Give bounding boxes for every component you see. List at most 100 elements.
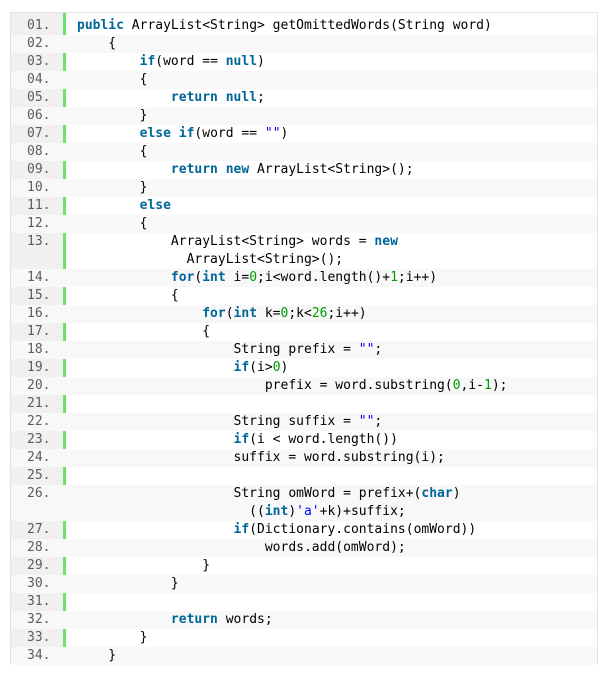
code-line: 13. ArrayList<String> words = new ArrayL… [11, 233, 597, 269]
code-line: 28. words.add(omWord); [11, 539, 597, 557]
code-line: 07. else if(word == "") [11, 125, 597, 143]
code-text [63, 395, 77, 413]
code-text: } [77, 630, 148, 645]
line-number: 34. [27, 648, 51, 663]
code-text: String prefix = ""; [77, 342, 383, 357]
line-number: 15. [27, 288, 51, 303]
code-line: 18. String prefix = ""; [11, 341, 597, 359]
code-text [63, 593, 77, 611]
code-line: 26. String omWord = prefix+(char) ((int)… [11, 485, 597, 521]
code-text: if(i < word.length()) [233, 432, 398, 447]
code-line: 17. { [11, 323, 597, 341]
code-text: { [77, 216, 148, 231]
line-number: 05. [27, 90, 51, 105]
code-text: for(int i=0;i<word.length()+1;i++) [170, 270, 438, 285]
code-text: { [77, 324, 211, 339]
code-text: } [77, 648, 117, 663]
code-line: 04. { [11, 71, 597, 89]
code-line: 09. return new ArrayList<String>(); [11, 161, 597, 179]
line-number: 06. [27, 108, 51, 123]
line-number: 23. [27, 432, 51, 447]
line-number: 27. [27, 522, 51, 537]
code-text: prefix = word.substring(0,i-1); [77, 378, 508, 393]
code-line: 01. public ArrayList<String> getOmittedWo… [11, 17, 597, 35]
code-text: } [77, 558, 211, 573]
line-number: 21. [27, 396, 51, 411]
line-number: 20. [27, 378, 51, 393]
code-text: return words; [170, 612, 273, 627]
line-number: 30. [27, 576, 51, 591]
code-line: 20. prefix = word.substring(0,i-1); [11, 377, 597, 395]
line-number: 11. [27, 198, 51, 213]
line-number: 08. [27, 144, 51, 159]
line-number: 14. [27, 270, 51, 285]
line-number: 04. [27, 72, 51, 87]
code-listing: 01. public ArrayList<String> getOmittedWo… [10, 12, 598, 665]
code-text: return new ArrayList<String>(); [170, 162, 414, 177]
code-text: else [139, 198, 171, 213]
line-number: 28. [27, 540, 51, 555]
code-line: 16. for(int k=0;k<26;i++) [11, 305, 597, 323]
code-text: { [77, 36, 117, 51]
code-line: 06. } [11, 107, 597, 125]
code-text: return null; [170, 90, 265, 105]
code-text: { [77, 288, 179, 303]
code-line: 08. { [11, 143, 597, 161]
code-text: if(word == null) [139, 54, 265, 69]
code-line: 02. { [11, 35, 597, 53]
code-line: 03. if(word == null) [11, 53, 597, 71]
code-line: 25. [11, 467, 597, 485]
line-number: 02. [27, 36, 51, 51]
code-line: 21. [11, 395, 597, 413]
code-text: String omWord = prefix+(char) ((int)'a'+… [77, 486, 461, 519]
code-text: if(Dictionary.contains(omWord)) [233, 522, 477, 537]
code-lines: 01. public ArrayList<String> getOmittedWo… [11, 17, 597, 665]
line-number: 32. [27, 612, 51, 627]
code-text: { [77, 72, 148, 87]
code-line: 34. } [11, 647, 597, 665]
code-line: 30. } [11, 575, 597, 593]
line-number: 13. [27, 234, 51, 249]
line-number: 16. [27, 306, 51, 321]
line-number: 09. [27, 162, 51, 177]
line-number: 19. [27, 360, 51, 375]
line-number: 10. [27, 180, 51, 195]
code-text: suffix = word.substring(i); [77, 450, 445, 465]
line-number: 25. [27, 468, 51, 483]
code-line: 05. return null; [11, 89, 597, 107]
line-number: 22. [27, 414, 51, 429]
code-text: String suffix = ""; [77, 414, 383, 429]
line-number: 03. [27, 54, 51, 69]
code-text: for(int k=0;k<26;i++) [202, 306, 367, 321]
code-text: else if(word == "") [139, 126, 289, 141]
line-number: 17. [27, 324, 51, 339]
line-number: 01. [27, 18, 51, 33]
code-line: 22. String suffix = ""; [11, 413, 597, 431]
line-number: 33. [27, 630, 51, 645]
code-line: 24. suffix = word.substring(i); [11, 449, 597, 467]
code-text: } [77, 180, 148, 195]
code-text: } [77, 576, 179, 591]
line-number: 31. [27, 594, 51, 609]
code-text: } [77, 108, 148, 123]
code-line: 10. } [11, 179, 597, 197]
code-text: public ArrayList<String> getOmittedWords… [77, 18, 492, 33]
code-text: { [77, 144, 148, 159]
code-line: 32. return words; [11, 611, 597, 629]
code-text: if(i>0) [233, 360, 289, 375]
code-line: 23. if(i < word.length()) [11, 431, 597, 449]
code-line: 27. if(Dictionary.contains(omWord)) [11, 521, 597, 539]
line-number: 18. [27, 342, 51, 357]
code-line: 15. { [11, 287, 597, 305]
line-number: 12. [27, 216, 51, 231]
code-line: 31. [11, 593, 597, 611]
code-text: ArrayList<String> words = new ArrayList<… [77, 234, 398, 267]
line-number: 24. [27, 450, 51, 465]
code-line: 33. } [11, 629, 597, 647]
code-line: 14. for(int i=0;i<word.length()+1;i++) [11, 269, 597, 287]
line-number: 07. [27, 126, 51, 141]
code-line: 11. else [11, 197, 597, 215]
line-number: 29. [27, 558, 51, 573]
code-line: 19. if(i>0) [11, 359, 597, 377]
line-number: 26. [27, 486, 51, 501]
